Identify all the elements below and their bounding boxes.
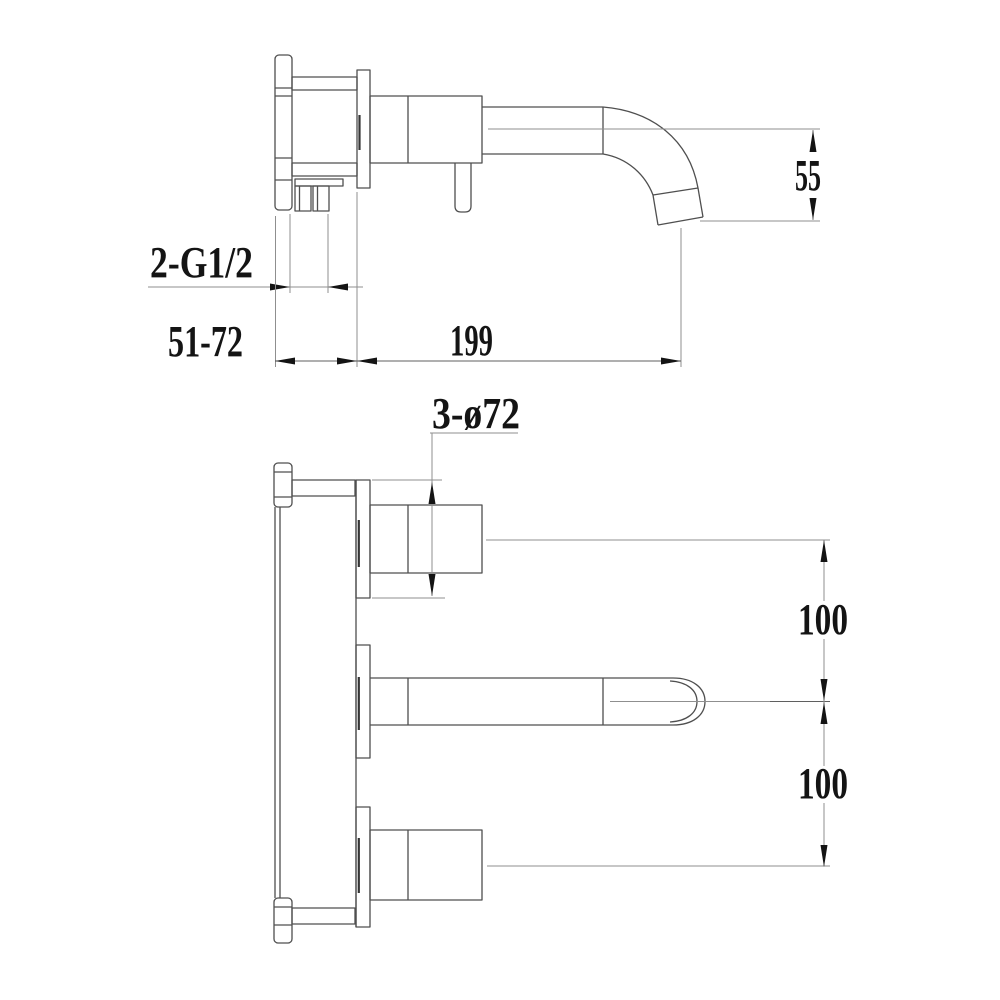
inlet-connector-2 (312, 185, 330, 212)
aerator-outlet-edge (657, 216, 704, 226)
dim-label-wall-depth: 51-72 (168, 317, 243, 366)
dim-arrow (809, 130, 817, 152)
lower-inlet-pipe (291, 162, 358, 177)
upper-inlet-pipe-front (291, 479, 356, 497)
inlet-connector-1 (294, 185, 312, 212)
dim-arrow (357, 357, 377, 365)
dim-arrow (270, 283, 290, 291)
dim-arrow (275, 357, 295, 365)
lower-inlet-pipe-front (291, 907, 356, 925)
dim-label-lower-spacing: 100 (798, 759, 848, 808)
dim-arrow (820, 540, 828, 562)
handle-top (369, 504, 483, 574)
dim-arrow (809, 198, 817, 220)
aerator-right-edge (697, 187, 704, 218)
side-view (274, 54, 704, 226)
dim-arrow (428, 482, 436, 504)
spout-curve-outer (602, 106, 699, 189)
spout-body (369, 95, 483, 164)
dim-arrow (337, 357, 357, 365)
front-view (273, 462, 706, 944)
side-view-dimensions: 55 2-G1/2 51-72 199 (148, 128, 821, 367)
wall-bracket-outline (274, 54, 293, 211)
fixing-stub (454, 163, 472, 213)
dim-arrow (820, 679, 828, 701)
handle-bottom (369, 829, 483, 901)
dim-label-spout-height: 55 (795, 151, 821, 200)
upper-inlet-pipe (291, 76, 358, 91)
dim-arrow (661, 357, 681, 365)
bracket-clip-bottom (273, 897, 293, 944)
aerator-joint-line (652, 187, 699, 196)
dim-arrow (820, 702, 828, 724)
dim-arrow (428, 574, 436, 596)
dim-label-inlet-threads: 2-G1/2 (150, 238, 253, 287)
dim-label-escutcheon-diameter: 3-ø72 (432, 389, 520, 438)
dim-arrow (820, 845, 828, 867)
dim-arrow (328, 283, 348, 291)
dim-label-upper-spacing: 100 (798, 595, 848, 644)
aerator-left-edge (652, 194, 659, 226)
escutcheon-middle (355, 644, 371, 759)
dim-label-spout-reach: 199 (450, 316, 493, 365)
front-view-dimensions: 3-ø72 100 100 (372, 389, 848, 867)
inlet-flange-bar (294, 178, 344, 187)
bracket-clip-top (273, 462, 293, 508)
spout-curve-inner (602, 153, 654, 196)
